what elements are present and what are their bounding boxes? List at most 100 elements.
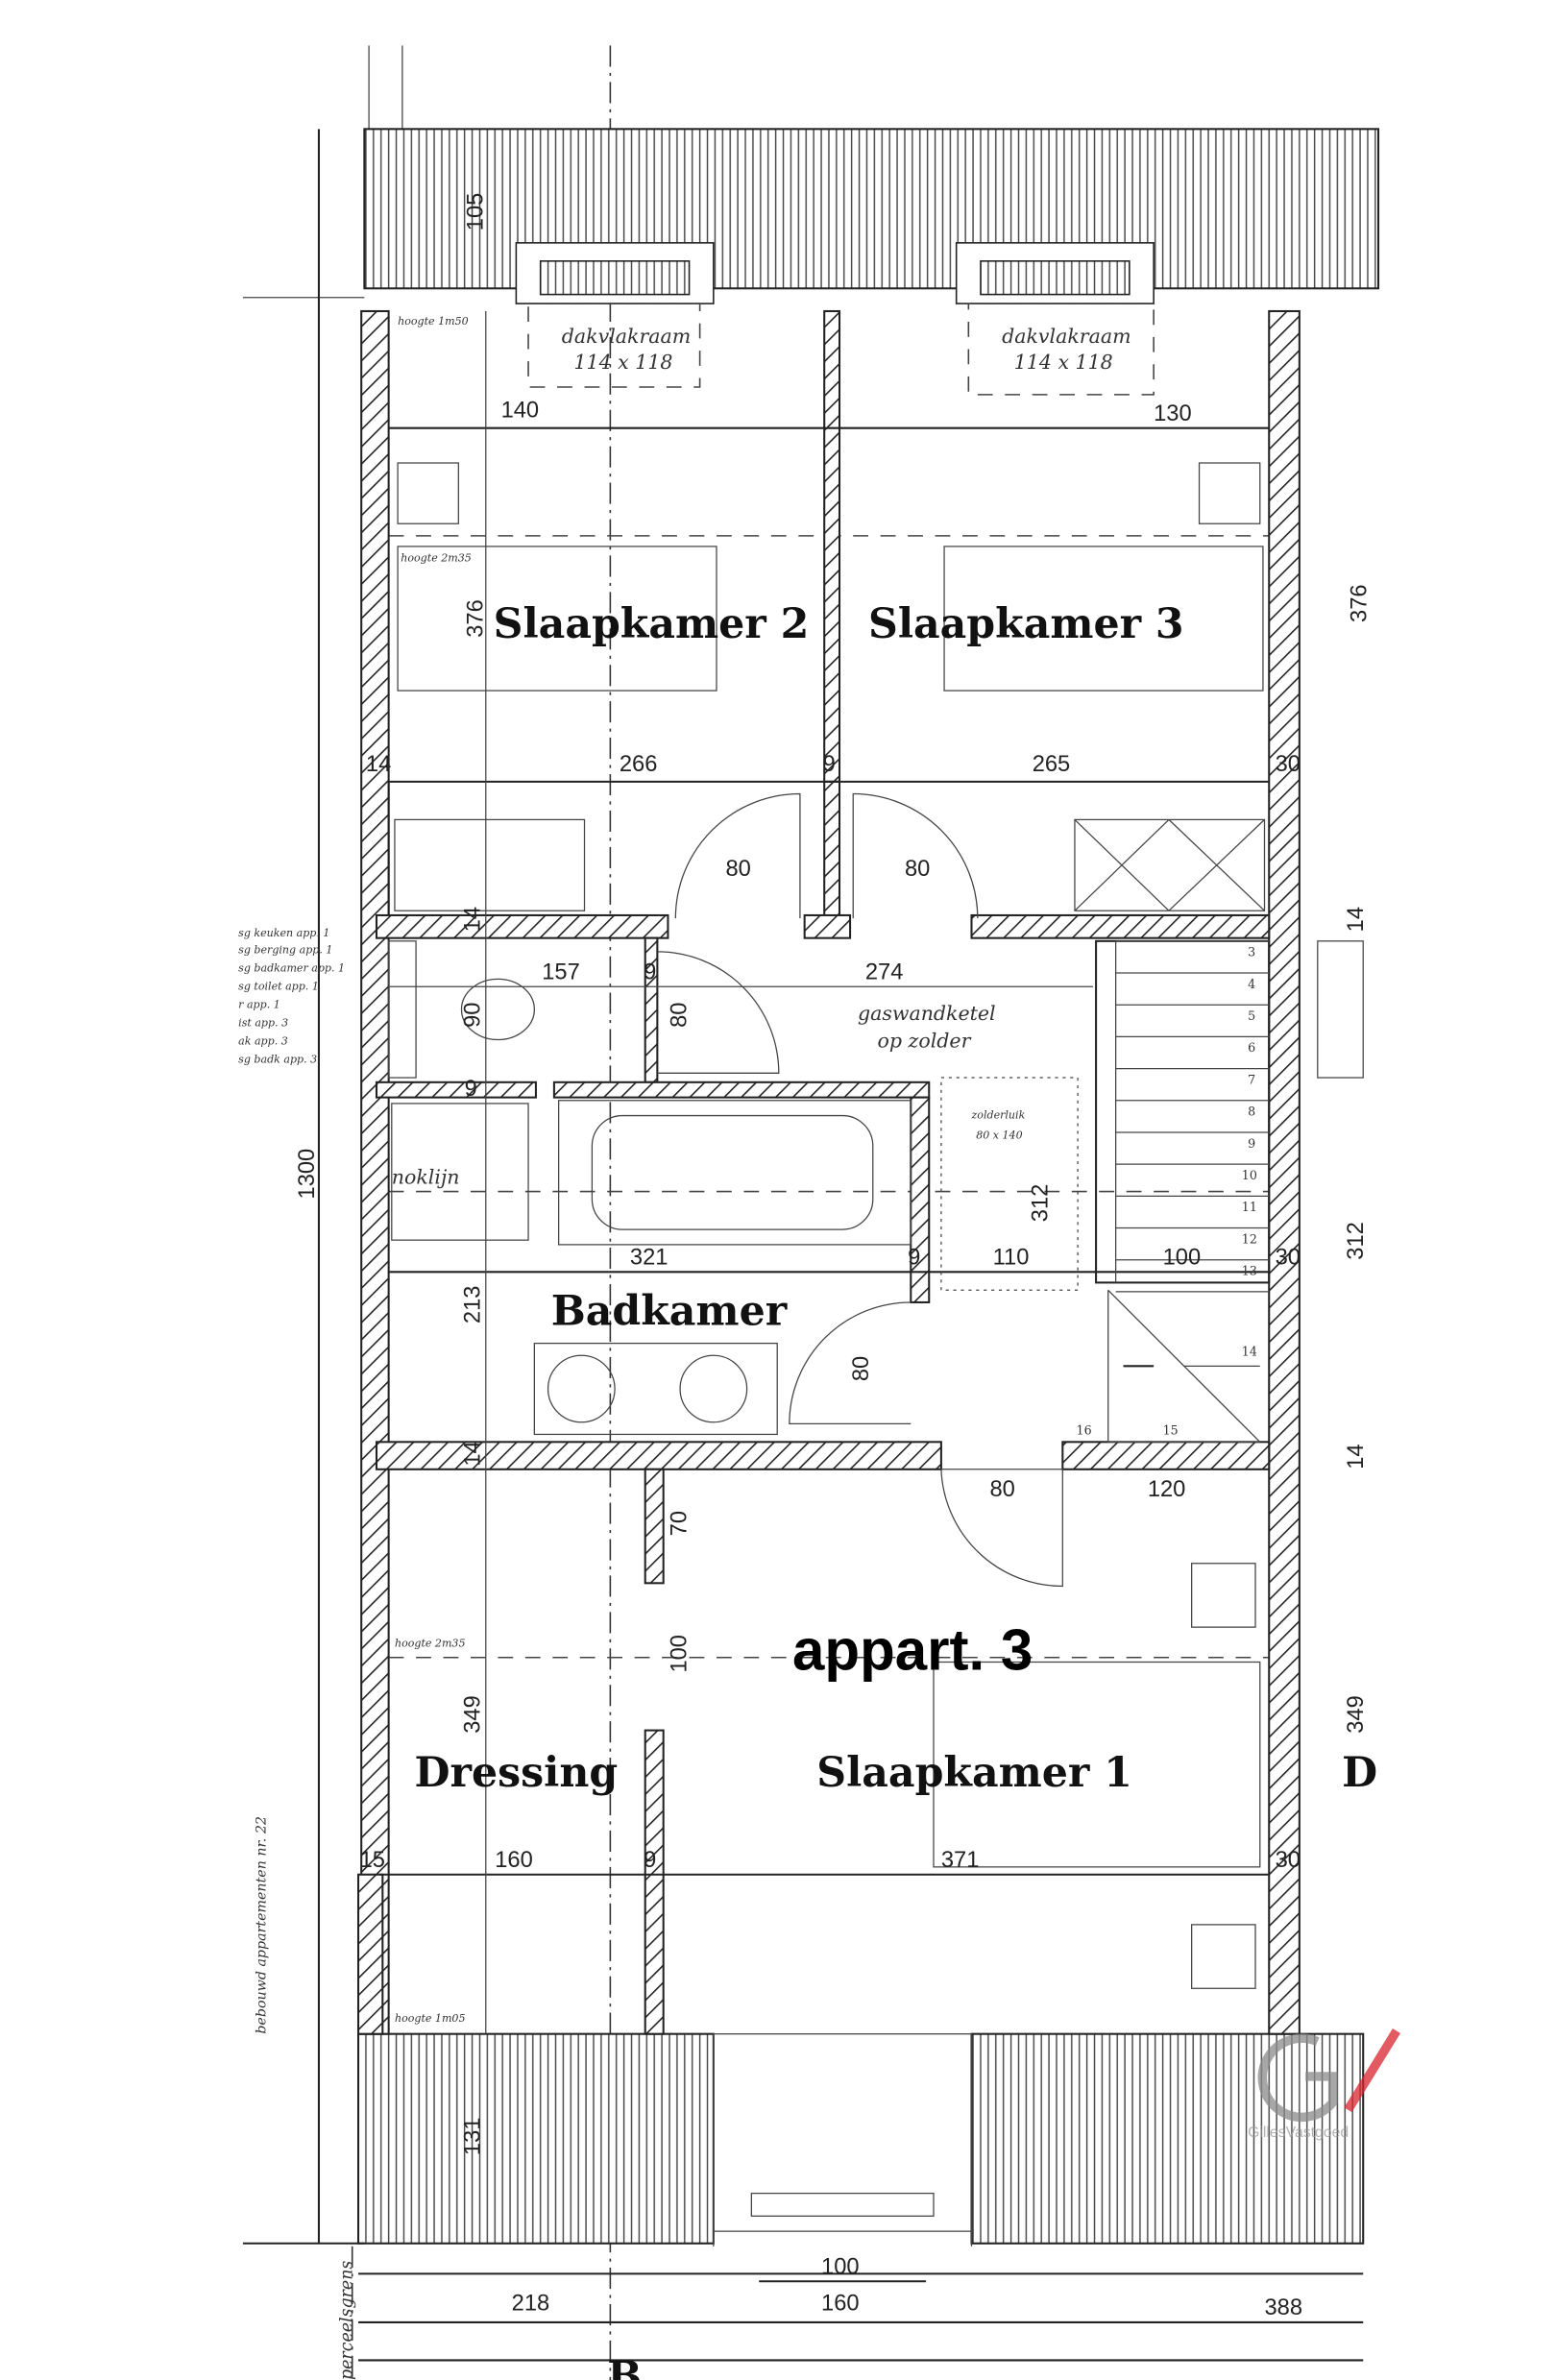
- dim: 312: [1029, 1184, 1054, 1223]
- stair-step-numbers: 3 4 5 6 7 8 9 10 11 12 13 14 15 16: [1077, 945, 1257, 1438]
- skylight-1-label: dakvlakraam: [562, 325, 691, 348]
- dim: 9: [465, 1077, 477, 1102]
- dim: 349: [460, 1695, 485, 1734]
- dim: 110: [993, 1245, 1030, 1270]
- skylight-1: [515, 242, 715, 388]
- dim: 131: [460, 2118, 485, 2156]
- stair-step: 7: [1248, 1072, 1255, 1086]
- room-badkamer: Badkamer: [551, 1288, 788, 1336]
- skylight-1-size: 114 x 118: [573, 351, 672, 374]
- dim: 80: [849, 1356, 874, 1381]
- shaft-label: sg berging app. 1: [238, 943, 332, 956]
- dim: 157: [542, 959, 580, 984]
- dim: 100: [1163, 1245, 1202, 1270]
- watermark-text: GillesVastgoed: [1248, 2125, 1349, 2141]
- dim: 376: [464, 599, 489, 638]
- dim: 376: [1347, 584, 1372, 622]
- stair-step: 14: [1242, 1344, 1257, 1358]
- dim: 218: [512, 2291, 550, 2316]
- shaft-label: r app. 1: [238, 998, 280, 1010]
- room-slaapkamer-2: Slaapkamer 2: [494, 600, 810, 648]
- walls: [357, 309, 1301, 2035]
- dim: 80: [667, 1003, 692, 1028]
- shaft-label-list: sg keuken app. 1 sg berging app. 1 sg ba…: [238, 927, 345, 1065]
- stair-step: 9: [1248, 1136, 1255, 1151]
- dim: 100: [667, 1635, 692, 1673]
- unit-title: appart. 3: [792, 1617, 1033, 1682]
- shaft-label: sg badkamer app. 1: [238, 961, 345, 974]
- stair-step: 15: [1163, 1422, 1179, 1437]
- dim: 371: [941, 1848, 980, 1873]
- stair-step: 8: [1248, 1105, 1255, 1119]
- dim: 30: [1276, 1245, 1301, 1270]
- height-note: hoogte 2m35: [401, 552, 472, 565]
- attic-hatch-label: zolderluik: [970, 1109, 1025, 1122]
- stair-step: 11: [1242, 1200, 1257, 1214]
- stair-step: 10: [1242, 1168, 1257, 1182]
- dim: 266: [620, 752, 658, 777]
- section-marker: B: [607, 2353, 642, 2380]
- dim: 312: [1344, 1222, 1369, 1260]
- dim: 30: [1276, 1848, 1301, 1873]
- boundary-label: perceelsgrens: [338, 2261, 357, 2380]
- stair-step: 4: [1248, 977, 1255, 991]
- dim: 90: [460, 1003, 485, 1028]
- dim: 70: [667, 1511, 692, 1536]
- dim: 120: [1148, 1477, 1186, 1502]
- dim: 265: [1033, 752, 1071, 777]
- dim: 80: [725, 857, 750, 882]
- dim: 80: [905, 857, 930, 882]
- dim: 9: [644, 1848, 656, 1873]
- dim: 100: [821, 2254, 860, 2279]
- stair-step: 5: [1248, 1008, 1255, 1023]
- shaft-label: ak app. 3: [238, 1034, 288, 1047]
- room-cut: D: [1342, 1749, 1377, 1797]
- dim: 14: [366, 752, 391, 777]
- stair-step: 16: [1077, 1422, 1092, 1437]
- shaft-label: sg badk app. 3: [238, 1053, 317, 1065]
- dim: 349: [1344, 1695, 1369, 1734]
- shaft-label: ist app. 3: [238, 1016, 288, 1029]
- dim: 30: [1276, 752, 1301, 777]
- room-dressing: Dressing: [415, 1749, 619, 1797]
- boiler-label: gaswandketel: [858, 1002, 996, 1025]
- dim: 160: [821, 2291, 860, 2316]
- dim: 14: [460, 907, 485, 932]
- room-slaapkamer-3: Slaapkamer 3: [868, 600, 1184, 648]
- height-note: hoogte 2m35: [395, 1638, 466, 1650]
- dim: 9: [823, 752, 836, 777]
- watermark-logo: GillesVastgoed: [1248, 2028, 1401, 2141]
- dim: 1300: [295, 1149, 320, 1200]
- dim: 14: [460, 1441, 485, 1466]
- skylight-2-label: dakvlakraam: [1002, 325, 1131, 348]
- shaft-label: sg keuken app. 1: [238, 927, 329, 939]
- dim: 9: [644, 959, 656, 984]
- room-slaapkamer-1: Slaapkamer 1: [816, 1749, 1132, 1797]
- dimension-lines: [242, 129, 1364, 2362]
- dim: 130: [1154, 401, 1192, 426]
- dim: 15: [360, 1848, 385, 1873]
- dim: 105: [464, 193, 489, 231]
- dimension-labels: 1300 105 140 130 376 376 14 266 9 265 30…: [295, 193, 1372, 2320]
- shaft-pipes: [388, 940, 1364, 1079]
- neighbour-label: bebouwd appartementen nr. 22: [255, 1816, 270, 2034]
- staircase: [1095, 939, 1271, 1443]
- dim: 14: [1344, 907, 1369, 932]
- dim: 321: [630, 1245, 669, 1270]
- dim: 80: [989, 1477, 1014, 1502]
- skylight-2-size: 114 x 118: [1014, 351, 1113, 374]
- stair-step: 12: [1242, 1231, 1257, 1246]
- height-note: hoogte 1m50: [398, 315, 469, 328]
- shaft-label: sg toilet app. 1: [238, 980, 319, 992]
- dim: 140: [501, 399, 540, 424]
- stair-step: 6: [1248, 1040, 1255, 1055]
- roof-bottom-left: [357, 2032, 715, 2245]
- dim: 160: [495, 1848, 533, 1873]
- boiler-label-2: op zolder: [878, 1029, 972, 1052]
- dim: 388: [1265, 2295, 1303, 2320]
- dim: 9: [908, 1245, 920, 1270]
- skylight-2: [955, 242, 1155, 396]
- dim: 274: [865, 959, 904, 984]
- height-note: hoogte 1m05: [395, 2012, 466, 2025]
